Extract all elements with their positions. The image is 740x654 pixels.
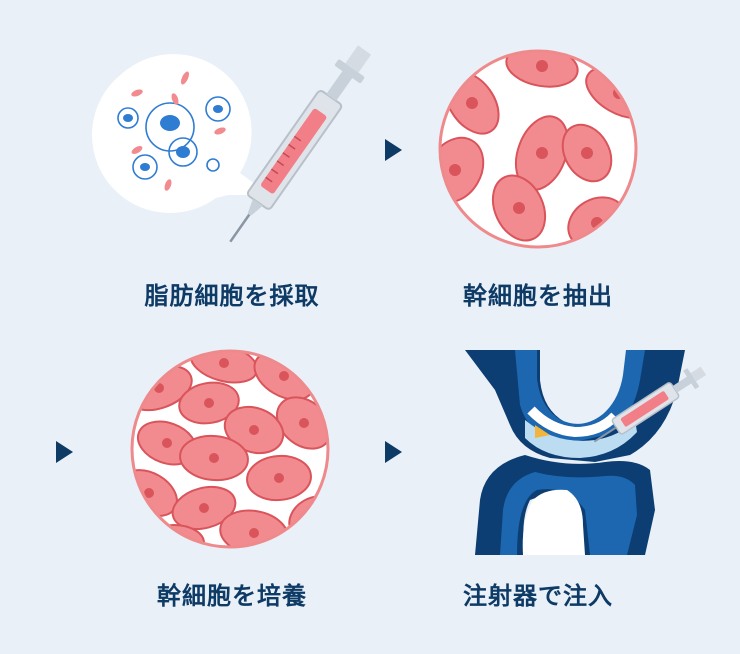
cultured-cells-circle-icon (130, 349, 330, 549)
syringe-fat-cells-icon (92, 45, 372, 243)
arrow-right-icon (385, 139, 402, 161)
step-2-label: 幹細胞を抽出 (463, 282, 613, 310)
step-1-illustration (90, 45, 390, 255)
step-2-illustration (437, 48, 639, 250)
stem-cells-circle-icon (438, 49, 638, 249)
step-1-label: 脂肪細胞を採取 (144, 282, 320, 310)
step-3-illustration (129, 348, 331, 550)
step-4-illustration (455, 350, 707, 555)
arrow-right-icon (385, 441, 402, 463)
arrow-right-icon (56, 441, 73, 463)
knee-injection-icon (465, 350, 707, 555)
step-4-label: 注射器で注入 (463, 582, 613, 610)
step-3-label: 幹細胞を培養 (157, 582, 307, 610)
